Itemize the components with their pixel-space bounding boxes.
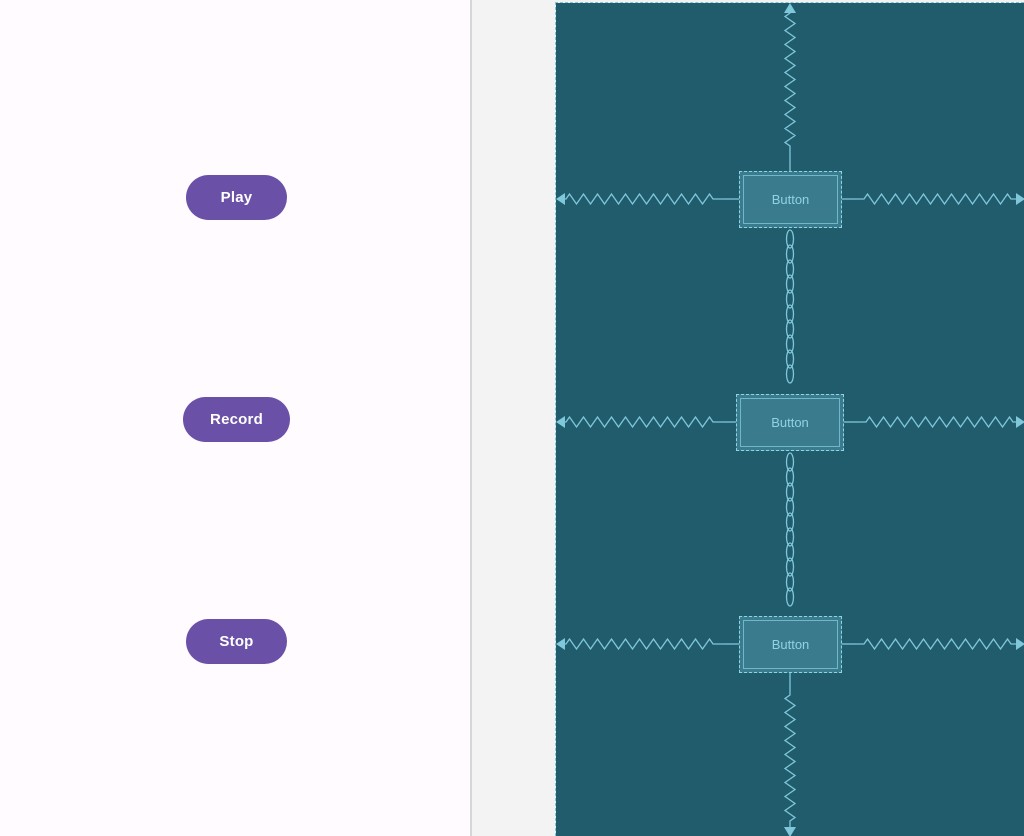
constraint-bottom <box>783 687 797 835</box>
blueprint-button-stop[interactable]: Button <box>739 616 842 673</box>
chain-link <box>785 467 795 487</box>
chain-link <box>785 542 795 562</box>
blueprint-button-play[interactable]: Button <box>739 171 842 228</box>
arrow-up-icon <box>784 3 796 13</box>
record-button[interactable]: Record <box>183 397 290 442</box>
chain-link <box>785 497 795 517</box>
canvas-gap <box>472 0 555 836</box>
chain-link <box>785 482 795 502</box>
play-button[interactable]: Play <box>186 175 287 220</box>
chain-link <box>785 304 795 324</box>
arrow-right-icon <box>1016 416 1024 428</box>
constraint-right <box>858 415 1023 429</box>
arrow-down-icon <box>784 827 796 836</box>
arrow-right-icon <box>1016 193 1024 205</box>
constraint-right <box>856 637 1023 651</box>
constraint-left <box>558 415 722 429</box>
design-preview[interactable]: Play Record Stop <box>0 0 472 836</box>
chain-link <box>785 557 795 577</box>
blueprint-button-label: Button <box>771 415 809 430</box>
chain-link <box>785 334 795 354</box>
constraint-left <box>558 192 725 206</box>
chain-link <box>785 527 795 547</box>
chain-link <box>785 289 795 309</box>
stop-button[interactable]: Stop <box>186 619 287 664</box>
chain-link <box>785 512 795 532</box>
chain-link <box>785 244 795 264</box>
chain-link <box>785 364 795 384</box>
arrow-left-icon <box>556 638 565 650</box>
constraint-left <box>558 637 725 651</box>
chain-link <box>785 274 795 294</box>
chain-link <box>785 229 795 249</box>
blueprint-view[interactable]: Button Button Button <box>555 2 1024 836</box>
arrow-left-icon <box>556 416 565 428</box>
chain-link <box>785 349 795 369</box>
arrow-left-icon <box>556 193 565 205</box>
chain-link <box>785 259 795 279</box>
chain-link <box>785 587 795 607</box>
blueprint-button-label: Button <box>771 192 810 207</box>
blueprint-button-record[interactable]: Button <box>736 394 844 451</box>
blueprint-button-label: Button <box>771 637 810 652</box>
arrow-right-icon <box>1016 638 1024 650</box>
constraint-top <box>783 5 797 157</box>
chain-link <box>785 452 795 472</box>
constraint-right <box>856 192 1023 206</box>
chain-link <box>785 319 795 339</box>
chain-link <box>785 572 795 592</box>
